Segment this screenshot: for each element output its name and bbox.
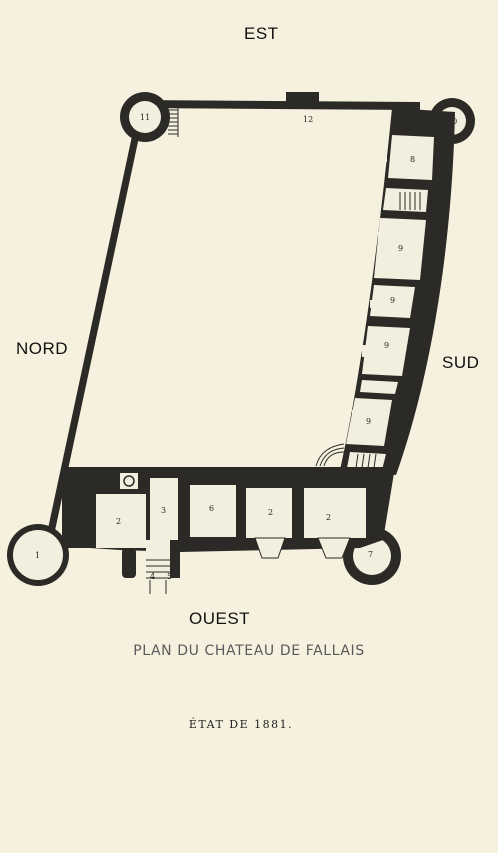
label-room-9d: 9 (366, 417, 371, 426)
label-room-2a: 2 (116, 517, 121, 526)
label-room-10: 10 (447, 117, 457, 126)
room-2c (304, 488, 366, 538)
east-curtain-wall (136, 100, 420, 110)
room-6 (190, 485, 236, 537)
courtyard-steps (315, 443, 345, 467)
label-room-9b: 9 (390, 296, 395, 305)
corridor-9 (360, 380, 398, 394)
plan-date-caption: ÉTAT DE 1881. (188, 718, 294, 731)
compass-north: NORD (16, 339, 69, 358)
compass-south: SUD (442, 353, 480, 372)
label-room-12: 12 (303, 115, 313, 124)
label-room-2c: 2 (326, 513, 331, 522)
plan-title: PLAN DU CHATEAU DE FALLAIS (133, 643, 365, 659)
label-room-5: 5 (167, 572, 172, 581)
room-8 (388, 135, 434, 180)
room-3 (150, 478, 178, 540)
label-room-2b: 2 (268, 508, 273, 517)
room-9a (374, 218, 426, 280)
label-room-3: 3 (161, 506, 166, 515)
east-gate (286, 92, 319, 102)
label-room-6: 6 (209, 504, 214, 513)
label-room-9a: 9 (398, 244, 403, 253)
room-9d (346, 398, 392, 446)
windows-south-range (352, 150, 387, 422)
label-room-1: 1 (35, 551, 40, 560)
room-9c (362, 326, 410, 376)
room-2b (246, 488, 292, 538)
room-2a (96, 494, 146, 548)
label-room-11: 11 (140, 113, 150, 122)
label-room-7: 7 (368, 550, 373, 559)
buttress-2 (317, 537, 351, 559)
compass-west: OUEST (189, 609, 251, 628)
compass-east: EST (244, 24, 279, 43)
label-room-8: 8 (410, 155, 415, 164)
buttress-1 (254, 537, 286, 559)
label-room-4: 4 (150, 572, 155, 581)
well (120, 473, 138, 489)
north-curtain-wall (46, 136, 139, 540)
room-9b (370, 285, 415, 318)
label-room-9c: 9 (384, 341, 389, 350)
